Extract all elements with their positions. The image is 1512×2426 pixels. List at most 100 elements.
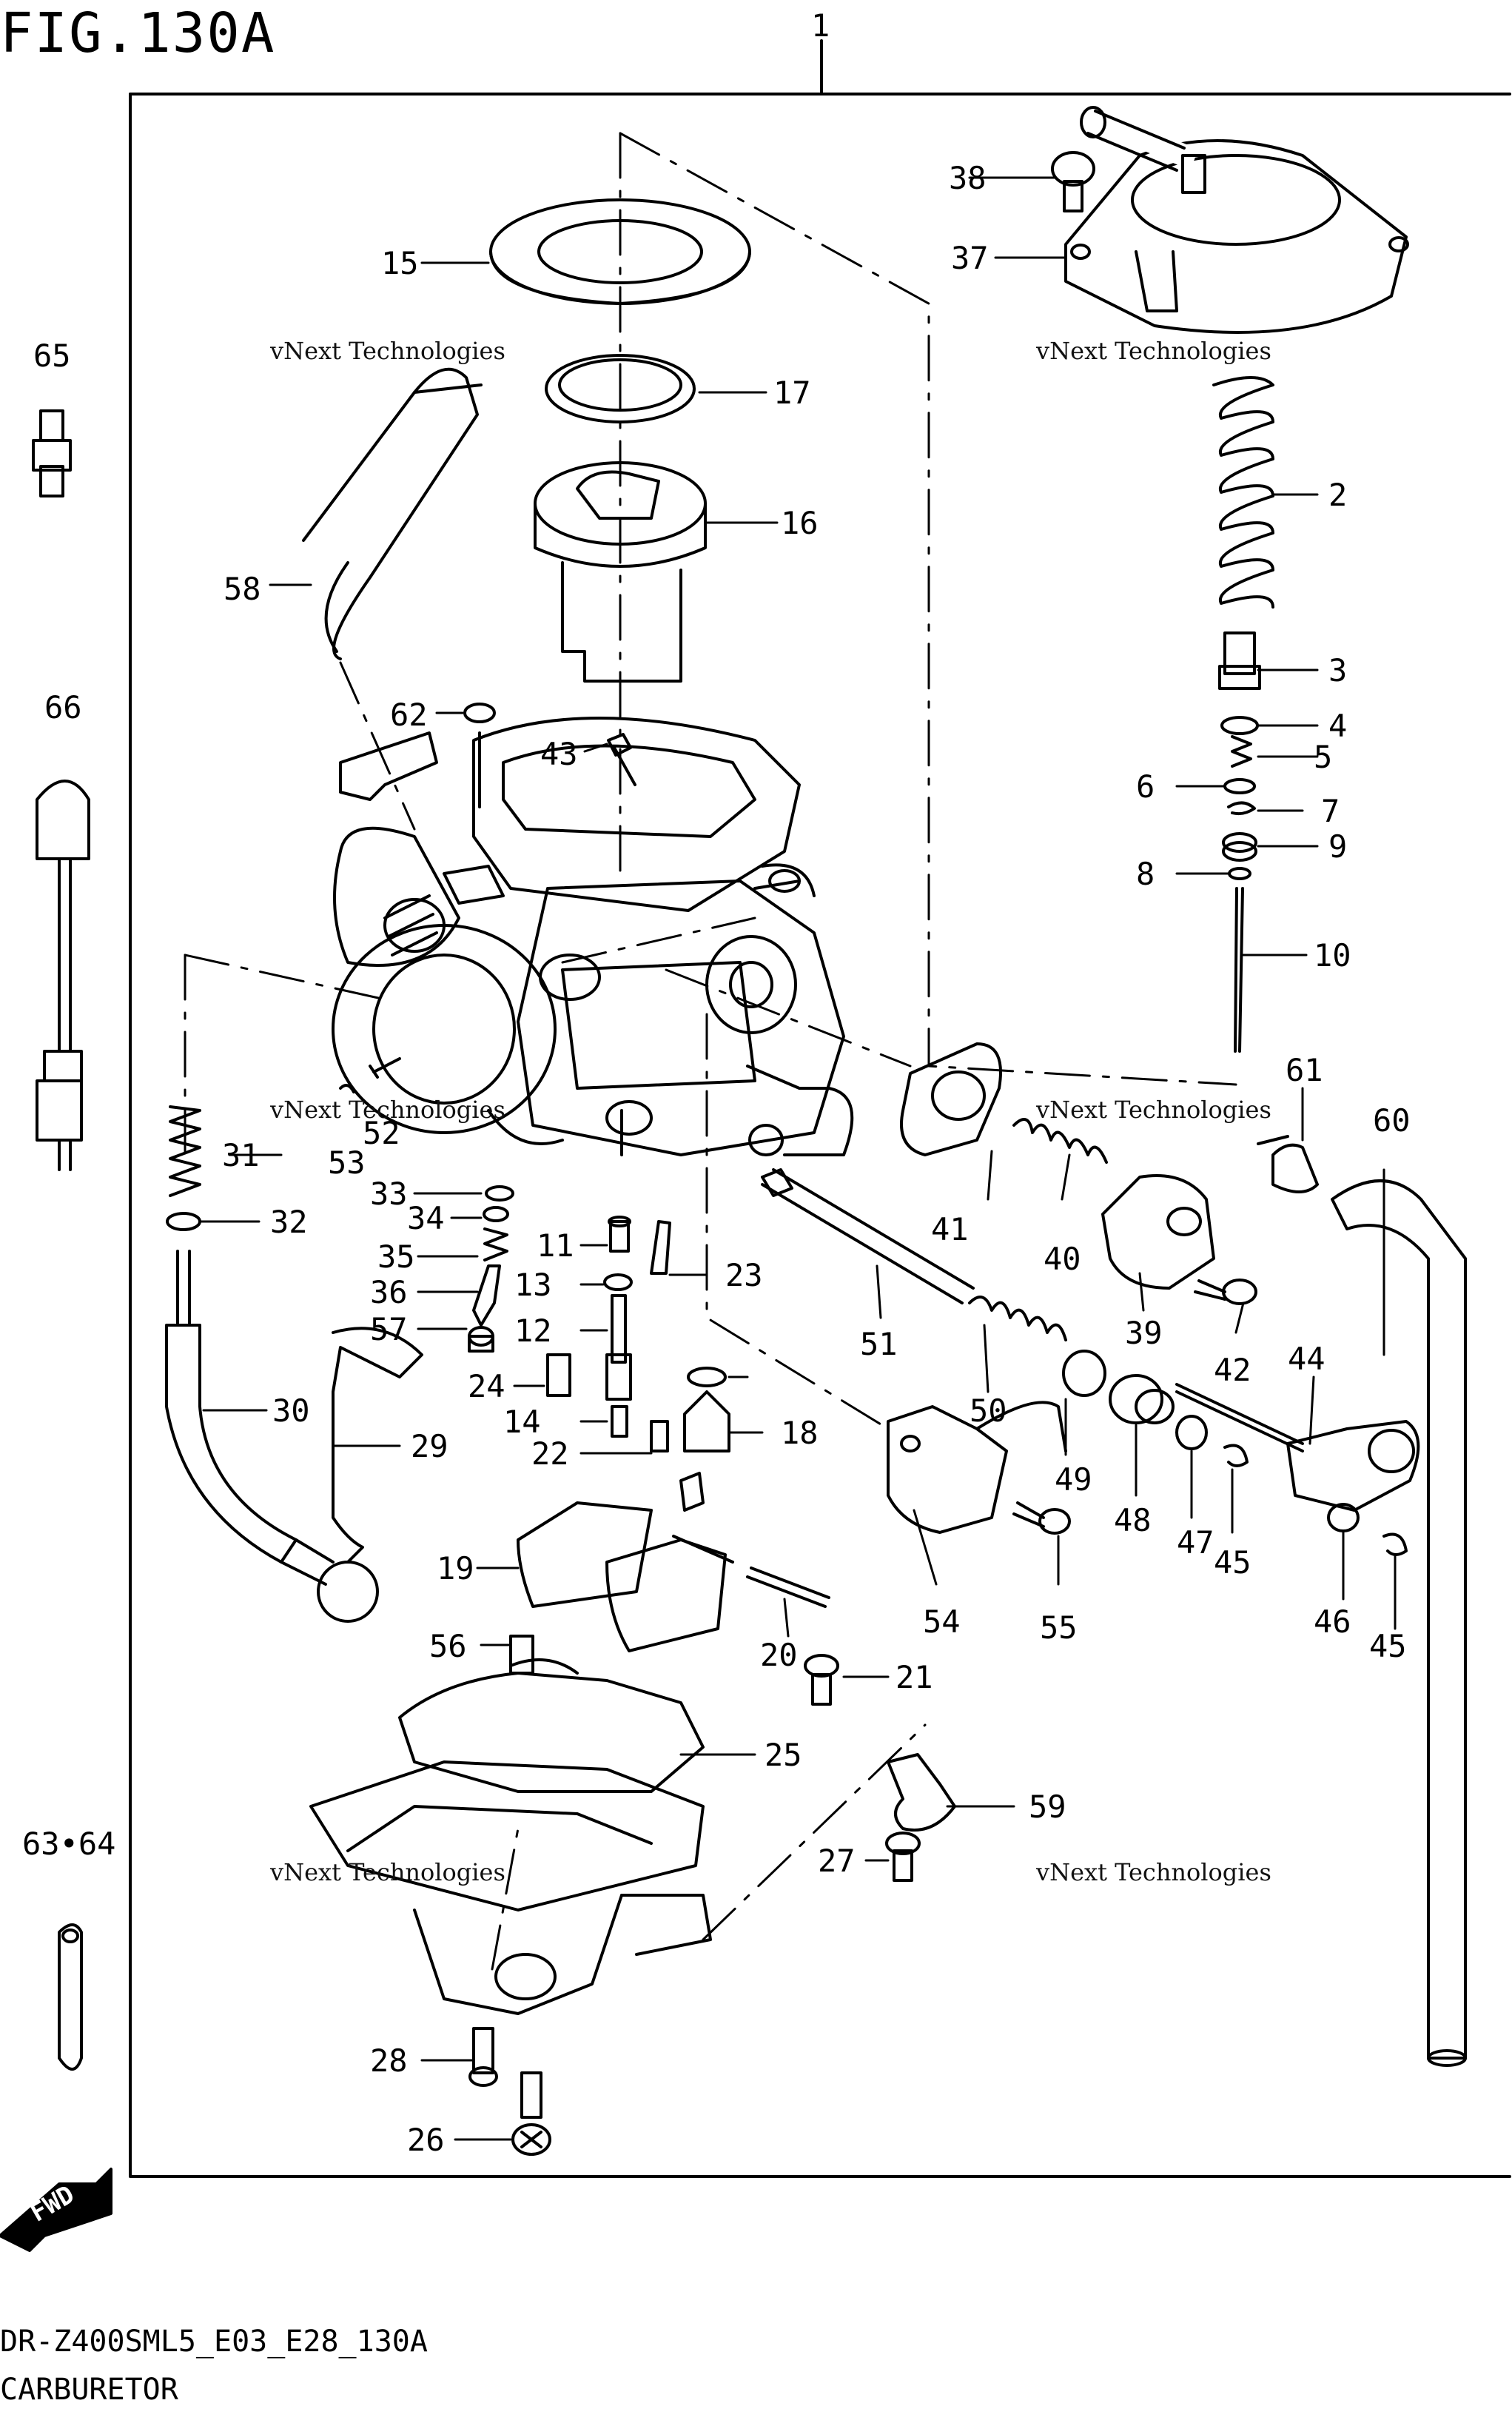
part-12-emulsion — [605, 1294, 632, 1401]
part-22-screw — [650, 1420, 669, 1452]
guide-lines — [184, 132, 1237, 1971]
model-code: DR-Z400SML5_E03_E28_130A — [0, 2325, 428, 2359]
part-62-oring — [463, 703, 496, 723]
part-3-holder — [1218, 631, 1261, 690]
part-26-screw — [511, 2071, 551, 2156]
callout-14: 14 — [503, 1404, 541, 1440]
part-40-spring — [1012, 1118, 1108, 1164]
callout-46: 46 — [1314, 1604, 1351, 1640]
watermark: vNext Technologies — [1036, 337, 1271, 365]
callout-4: 4 — [1328, 708, 1348, 744]
callout-11: 11 — [537, 1227, 574, 1264]
part-47-washer — [1175, 1415, 1208, 1450]
part-52-screw — [369, 1057, 401, 1079]
part-7-clip — [1227, 801, 1256, 816]
callout-58: 58 — [224, 571, 261, 607]
callout-31: 31 — [222, 1137, 260, 1173]
callout-39: 39 — [1125, 1315, 1163, 1351]
callout-19: 19 — [437, 1550, 474, 1586]
part-21-screw — [804, 1654, 839, 1706]
part-36-screw — [472, 1264, 501, 1327]
part-15-diaphragm — [489, 198, 751, 305]
callout-66: 66 — [44, 689, 82, 726]
float-bowl — [309, 1760, 712, 2015]
callout-30: 30 — [272, 1393, 310, 1429]
callout-8: 8 — [1136, 856, 1155, 892]
part-19-float — [517, 1501, 734, 1652]
callout-26: 26 — [407, 2122, 445, 2158]
callout-52: 52 — [363, 1115, 400, 1151]
callout-27: 27 — [818, 1843, 856, 1879]
part-66-cap-wire — [36, 780, 90, 1171]
part-48-bushing — [1109, 1374, 1175, 1424]
callout-57: 57 — [370, 1311, 408, 1347]
part-50-spring — [968, 1296, 1067, 1341]
callout-43: 43 — [540, 736, 578, 772]
part-32-washer — [166, 1212, 201, 1231]
watermark-text: vNext Technologies — [1036, 337, 1271, 365]
part-2-spring — [1212, 376, 1274, 609]
watermark: vNext Technologies — [1036, 1858, 1271, 1886]
part-23-jet — [650, 1220, 671, 1275]
part-38-bolt — [1051, 151, 1095, 212]
part-56-clip — [509, 1635, 579, 1675]
callout-15: 15 — [381, 245, 419, 281]
part-20-pin — [746, 1566, 830, 1608]
callout-61: 61 — [1286, 1052, 1323, 1088]
callout-44: 44 — [1288, 1341, 1325, 1377]
callout-34: 34 — [407, 1200, 445, 1236]
part-55-screw — [1012, 1501, 1071, 1535]
watermark: vNext Technologies — [270, 337, 505, 365]
part-16-piston — [534, 461, 707, 683]
callout-23: 23 — [725, 1257, 763, 1293]
carburetor-body — [332, 717, 854, 1156]
callout-18: 18 — [781, 1415, 819, 1451]
fwd-arrow — [0, 2168, 112, 2252]
watermark: vNext Technologies — [270, 1096, 505, 1124]
callout-38: 38 — [949, 160, 987, 196]
callout-36: 36 — [370, 1274, 408, 1310]
part-30-cable — [165, 1250, 379, 1623]
callout-24: 24 — [468, 1368, 505, 1404]
part-14-jet — [611, 1405, 628, 1438]
callout-55: 55 — [1040, 1609, 1078, 1646]
watermark: vNext Technologies — [270, 1858, 505, 1886]
callout-28: 28 — [370, 2043, 408, 2079]
part-29-wire — [332, 1327, 423, 1564]
part-53-oring — [339, 1084, 355, 1093]
part-6-washer — [1223, 778, 1256, 794]
callout-56: 56 — [429, 1628, 467, 1664]
callout-63-64: 63•64 — [22, 1826, 116, 1862]
watermark-text: vNext Technologies — [270, 1096, 505, 1124]
watermark-text: vNext Technologies — [1036, 1858, 1271, 1886]
part-25-gasket — [398, 1672, 705, 1793]
callout-22: 22 — [531, 1435, 569, 1472]
callout-51: 51 — [860, 1326, 898, 1362]
part-46-washer — [1327, 1503, 1360, 1532]
part-10-jet-needle — [1234, 887, 1244, 1053]
part-5-spring — [1231, 735, 1252, 768]
part-17-ring — [545, 354, 696, 423]
callout-13: 13 — [514, 1267, 552, 1303]
part-31-spring — [169, 1105, 201, 1197]
part-45b-clip — [1382, 1532, 1408, 1556]
part-24-jet — [546, 1353, 571, 1397]
part-44-throttle-arm — [1175, 1383, 1420, 1512]
part-49-oring — [1062, 1350, 1106, 1397]
callout-65: 65 — [33, 338, 71, 374]
watermark-text: vNext Technologies — [270, 337, 505, 365]
callout-12: 12 — [514, 1313, 552, 1349]
part-43-screw — [607, 733, 636, 786]
part-4-oring — [1220, 716, 1259, 735]
part-63-64-band — [58, 1923, 83, 2071]
part-57-cap — [468, 1326, 494, 1353]
callout-60: 60 — [1373, 1102, 1411, 1139]
part-60-tube — [1331, 1179, 1467, 2067]
part-59-bracket — [887, 1753, 956, 1832]
part-61-clamp — [1257, 1135, 1319, 1193]
callout-41: 41 — [931, 1211, 969, 1247]
callout-53: 53 — [328, 1145, 366, 1181]
part-18-valve — [679, 1367, 730, 1512]
part-8-washer — [1228, 867, 1251, 880]
part-9-spacer — [1222, 832, 1257, 862]
